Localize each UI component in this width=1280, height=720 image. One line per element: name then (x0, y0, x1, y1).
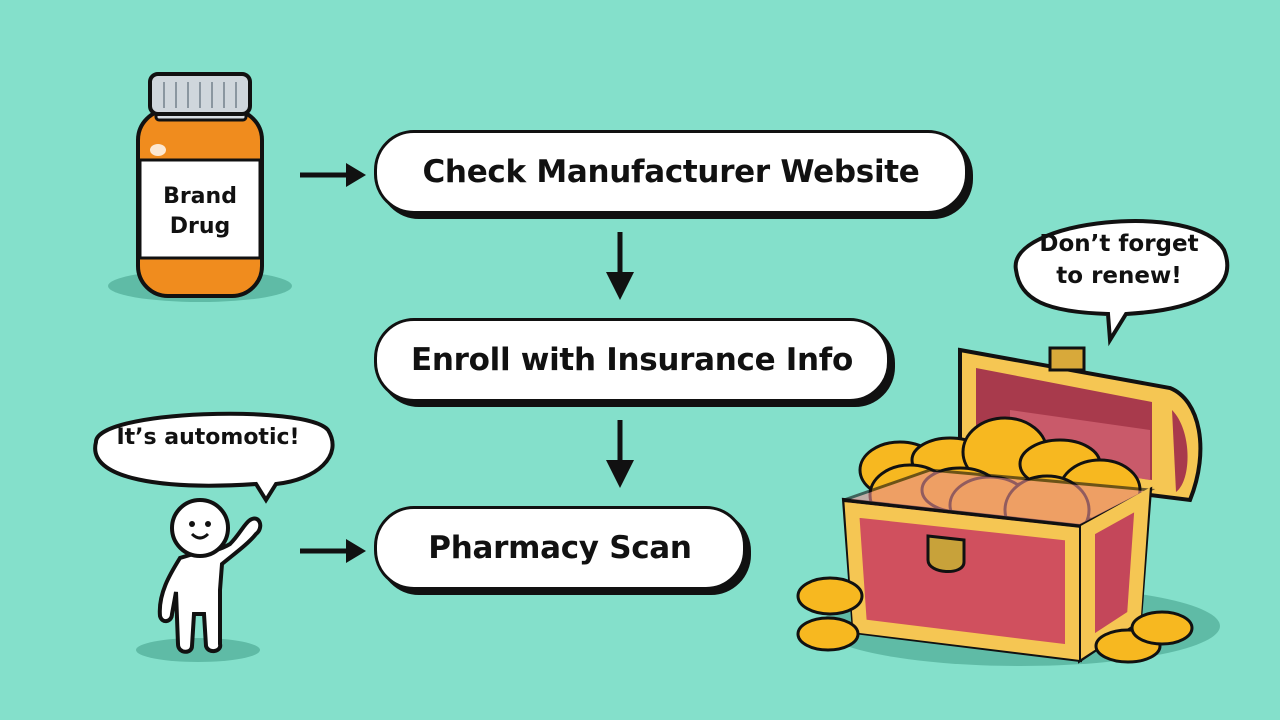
arrow-down-icon (606, 232, 634, 300)
step-label: Enroll with Insurance Info (410, 342, 853, 378)
step-label: Check Manufacturer Website (422, 154, 920, 190)
pill-bottle-icon (108, 72, 292, 302)
arrow-down-icon (606, 420, 634, 488)
person-speech-text: It’s automotic! (116, 425, 300, 450)
person-waving-icon (136, 498, 263, 662)
step-label: Pharmacy Scan (428, 530, 692, 566)
bottle-label-line1: Brand (163, 184, 237, 209)
treasure-chest-icon (796, 346, 1220, 666)
chest-speech-line2: to renew! (1056, 263, 1182, 289)
speech-bubble-icon (1013, 219, 1230, 347)
bottle-label: Brand Drug (140, 182, 260, 242)
speech-bubble-icon (93, 411, 335, 504)
step-check-manufacturer: Check Manufacturer Website (374, 130, 968, 214)
chest-speech-line1: Don’t forget (1039, 231, 1199, 257)
bottle-label-line2: Drug (169, 214, 231, 239)
step-pharmacy-scan: Pharmacy Scan (374, 506, 746, 590)
arrow-right-icon (300, 539, 366, 563)
chest-speech-text: Don’t forget to renew! (1024, 228, 1214, 292)
arrow-right-icon (300, 163, 366, 187)
step-enroll-insurance: Enroll with Insurance Info (374, 318, 890, 402)
